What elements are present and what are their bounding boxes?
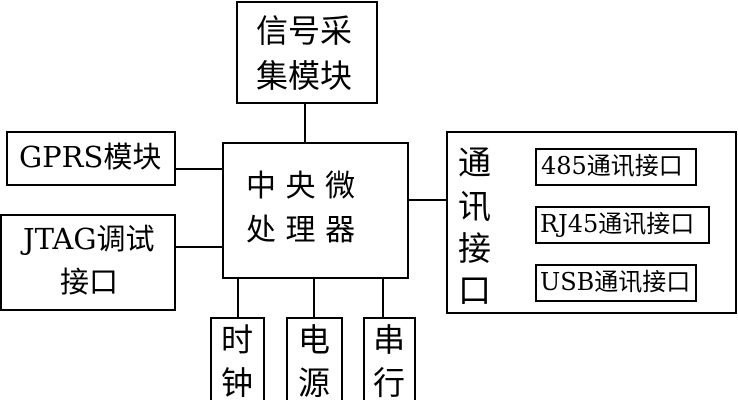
clock-char-1: 时 [221, 321, 254, 359]
gprs-module-box [6, 131, 176, 186]
signal-acquisition-box [236, 1, 378, 104]
cpu-line2: 处 理 器 [246, 213, 356, 248]
clock-char-2: 钟 [221, 364, 254, 400]
usb-interface-label: USB通讯接口 [540, 268, 691, 296]
rs485-interface-label: 485通讯接口 [541, 152, 683, 180]
comm-title-char-3: 接 [458, 229, 491, 268]
clock-box [210, 317, 265, 400]
signal-acquisition-line1: 信号采 [256, 12, 353, 50]
comm-title-char-1: 通 [458, 143, 491, 182]
rs485-interface-box [535, 148, 697, 186]
cpu-line1: 中 央 微 [246, 169, 356, 204]
cpu-box [222, 142, 409, 279]
jtag-port-line2: 接口 [60, 265, 119, 299]
comm-title-char-2: 讯 [458, 187, 491, 226]
usb-interface-box [535, 264, 697, 302]
gprs-module-label: GPRS模块 [19, 140, 162, 174]
serial-char-1: 串 [373, 321, 406, 359]
jtag-port-box [0, 214, 176, 311]
rj45-interface-box [535, 206, 710, 244]
jtag-port-line1: JTAG调试 [23, 222, 155, 256]
signal-acquisition-line2: 集模块 [256, 57, 353, 95]
power-box [286, 317, 343, 400]
power-char-2: 源 [298, 364, 331, 400]
serial-char-2: 行 [373, 364, 406, 400]
serial-box [363, 317, 416, 400]
rj45-interface-label: RJ45通讯接口 [540, 210, 695, 238]
power-char-1: 电 [298, 321, 331, 359]
comm-title-char-4: 口 [458, 271, 491, 310]
